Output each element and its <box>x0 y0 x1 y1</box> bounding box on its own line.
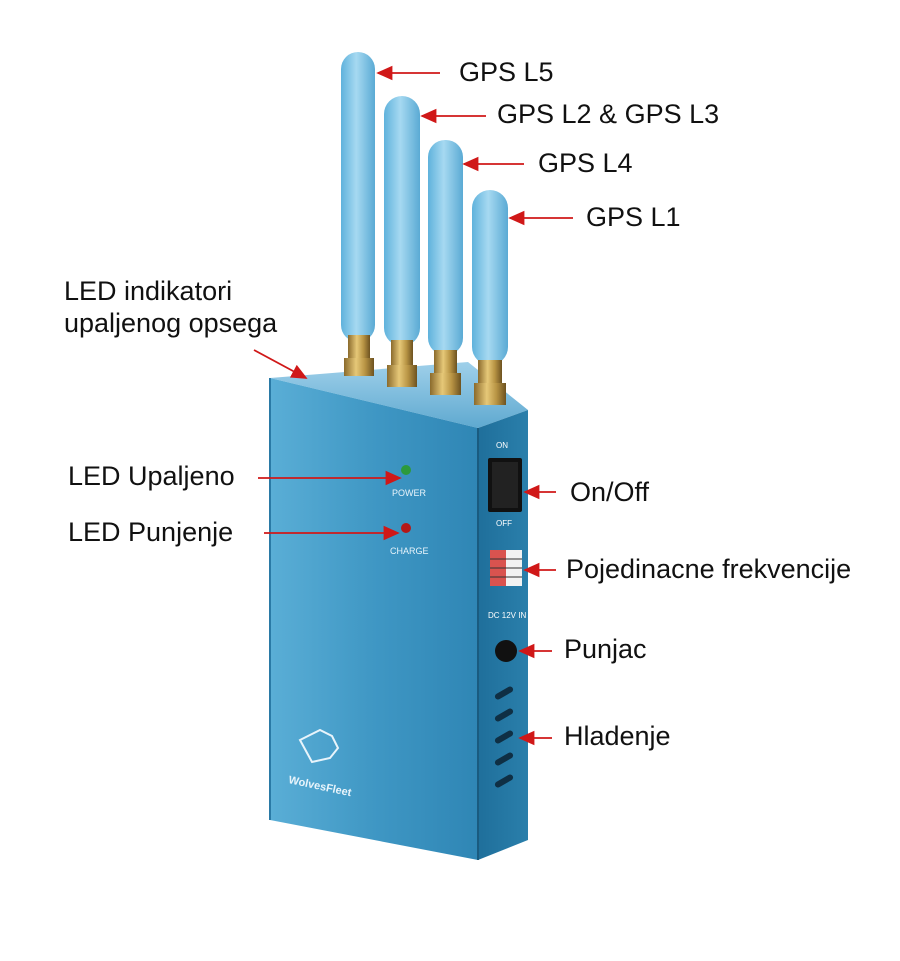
charge-text: CHARGE <box>390 546 429 556</box>
arrow-led-indicators <box>253 349 308 379</box>
label-gps-l1: GPS L1 <box>586 202 681 232</box>
callout-arrows <box>253 65 573 746</box>
power-text: POWER <box>392 488 427 498</box>
label-gps-l4: GPS L4 <box>538 148 633 178</box>
switch-off-text: OFF <box>496 519 512 528</box>
label-cooling: Hladenje <box>564 721 671 751</box>
charge-led <box>401 523 411 533</box>
switch-on-text: ON <box>496 441 508 450</box>
power-led <box>401 465 411 475</box>
label-led-power: LED Upaljeno <box>68 461 235 491</box>
power-switch[interactable]: ON OFF <box>488 441 522 528</box>
label-gps-l5: GPS L5 <box>459 57 554 87</box>
label-led-indicators-line1: LED indikatori <box>64 276 233 306</box>
cooling-vents <box>494 686 514 788</box>
label-led-indicators-line2: upaljenog opsega <box>64 308 278 339</box>
label-on-off: On/Off <box>570 477 650 507</box>
label-led-indicators: LED indikatori upaljenog opsega <box>64 275 277 340</box>
label-gps-l2-l3: GPS L2 & GPS L3 <box>497 99 720 129</box>
antenna-gps-l5 <box>341 52 375 376</box>
label-frequencies: Pojedinacne frekvencije <box>566 554 852 584</box>
dc-text: DC 12V IN <box>488 611 526 620</box>
frequency-switches[interactable] <box>490 550 522 586</box>
antenna-gps-l2-l3 <box>384 96 420 387</box>
label-led-charge: LED Punjenje <box>68 517 234 547</box>
label-charger: Punjac <box>564 634 647 664</box>
device-front-face <box>270 378 478 860</box>
dc-jack <box>495 640 517 662</box>
antenna-gps-l1 <box>472 190 508 405</box>
device-side-face <box>478 410 528 860</box>
device-top-face <box>270 362 528 428</box>
device-body <box>269 362 528 860</box>
antenna-gps-l4 <box>428 140 463 395</box>
